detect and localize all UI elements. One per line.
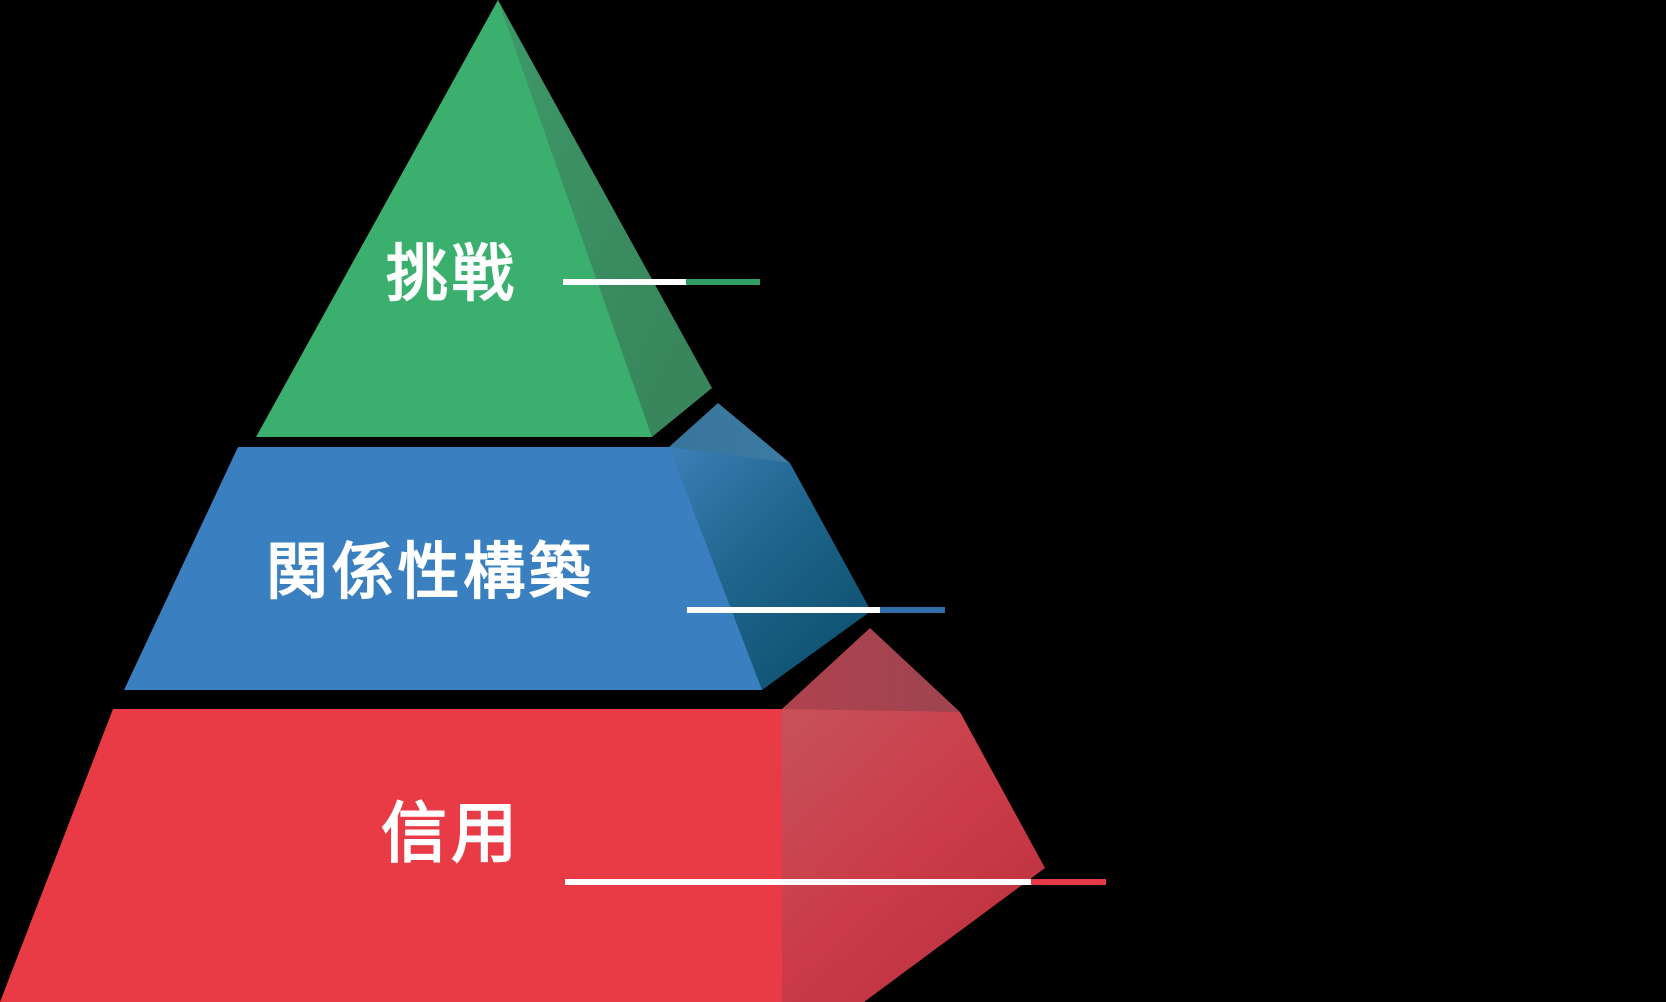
tier-bottom-top-face [113,628,960,712]
pyramid-tier-bottom[interactable] [0,628,1045,1002]
pyramid-tier-middle[interactable] [124,403,871,690]
tier-bottom-front-face [0,709,782,1002]
pyramid-tier-top[interactable] [256,0,712,437]
tier-bottom-side-face [782,709,1045,1002]
tier-middle-front-face [124,447,762,690]
connector-lines [563,279,1106,885]
tier-top-front-face [256,0,652,437]
